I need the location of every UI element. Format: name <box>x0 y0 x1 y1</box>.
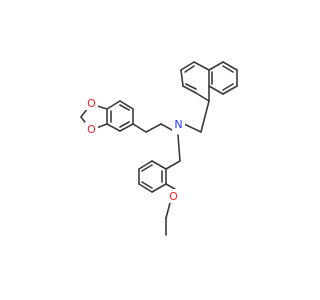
bond <box>177 134 181 162</box>
bond <box>141 164 153 172</box>
bond <box>106 123 121 132</box>
bond <box>222 65 234 73</box>
bond <box>200 100 210 133</box>
bond <box>151 183 167 193</box>
bond <box>222 85 238 95</box>
bond <box>151 160 167 170</box>
bond <box>165 183 176 190</box>
bond <box>106 100 121 110</box>
oxygen-label: O <box>169 190 178 203</box>
bond <box>119 121 130 128</box>
bond <box>180 61 195 71</box>
molecule-drawing: N O O O <box>80 61 238 236</box>
bond <box>185 83 197 90</box>
bond <box>208 61 224 71</box>
atom-labels: N O O O <box>85 96 185 203</box>
bond <box>193 61 210 71</box>
bond <box>119 104 130 111</box>
bond <box>182 85 197 94</box>
oxygen-label: O <box>87 123 96 136</box>
oxygen-label: O <box>87 97 96 110</box>
bond <box>183 123 202 133</box>
bond <box>180 69 184 87</box>
bond <box>138 160 153 170</box>
bond <box>160 123 173 131</box>
bond <box>165 160 181 170</box>
bond <box>145 123 162 133</box>
structure-canvas: N O O O <box>80 61 238 236</box>
bond <box>138 183 153 193</box>
bond <box>132 123 147 133</box>
bond <box>184 65 195 73</box>
bond <box>141 181 153 189</box>
bond <box>222 83 234 91</box>
bond <box>222 61 238 71</box>
bond <box>195 92 210 102</box>
bond <box>119 100 134 110</box>
bond <box>119 123 134 132</box>
bond <box>208 85 224 95</box>
nitrogen-label: N <box>174 118 182 131</box>
bonds <box>80 61 238 236</box>
bond <box>165 202 171 219</box>
